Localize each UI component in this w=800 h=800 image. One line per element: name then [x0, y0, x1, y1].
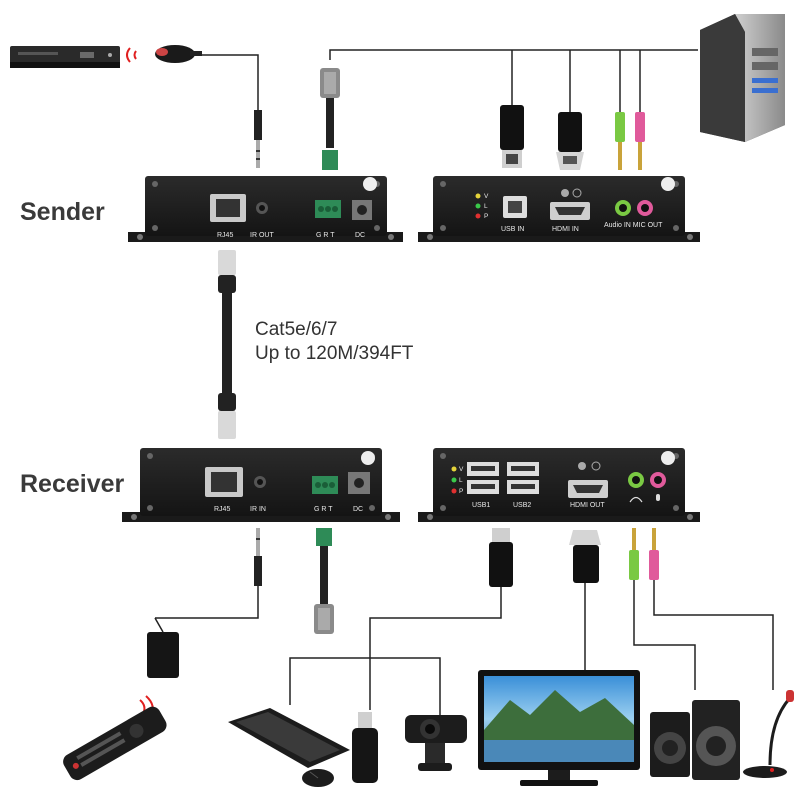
microphone-icon — [743, 690, 794, 778]
terminal-block-port — [315, 200, 341, 218]
audio-plug-green-bottom — [629, 528, 639, 580]
receiver-front-unit: RJ45 IR IN G R T DC — [122, 448, 400, 522]
audio-plug-pink-bottom — [649, 528, 659, 580]
cable-note: Cat5e/6/7 Up to 120M/394FT — [255, 318, 413, 366]
dc-label: DC — [353, 506, 363, 513]
led-p-label: P — [459, 488, 463, 495]
ir-out-label: IR OUT — [250, 232, 274, 239]
grt-label: G R T — [316, 232, 335, 239]
usb2-label: USB2 — [513, 502, 531, 509]
led-l-label: L — [484, 203, 488, 210]
headphone-icon — [629, 496, 643, 503]
usb1-port — [467, 462, 499, 494]
usb-drive-icon — [352, 712, 378, 783]
top-wiring — [200, 49, 698, 112]
microphone-small-icon — [656, 494, 660, 501]
sender-front-unit: RJ45 IR OUT G R T DC — [128, 176, 403, 242]
ir-jack-plug-bottom — [254, 528, 262, 586]
rj45-label: RJ45 — [217, 232, 233, 239]
dc-port — [348, 472, 370, 494]
rj45-port — [210, 194, 246, 222]
monitor-icon — [478, 670, 640, 786]
hdmi-in-label: HDMI IN — [552, 226, 579, 233]
terminal-block-port — [312, 476, 338, 494]
led-v-label: V — [459, 466, 464, 473]
remote-control-icon — [63, 695, 167, 781]
led-l-label: L — [459, 477, 463, 484]
bottom-wiring — [155, 580, 774, 715]
dc-label: DC — [355, 232, 365, 239]
rj45-port — [205, 467, 243, 497]
receiver-back-unit: V L P USB1 USB2 HDMI OUT — [418, 448, 700, 522]
hdmi-in-port — [550, 188, 590, 220]
rj45-label: RJ45 — [214, 506, 230, 513]
led-p-label: P — [484, 213, 488, 220]
speakers-icon — [650, 700, 740, 780]
usb-b-plug-icon — [500, 105, 524, 168]
hdmi-out-port — [568, 461, 608, 498]
audio-in-mic-out-label: Audio IN MIC OUT — [604, 222, 663, 229]
audio-in-port — [615, 200, 631, 216]
hdmi-out-label: HDMI OUT — [570, 502, 605, 509]
cat-cable — [218, 250, 236, 439]
usb-b-port — [503, 196, 527, 218]
keyboard-icon — [228, 708, 350, 768]
ir-jack-plug-top — [254, 110, 262, 168]
hdmi-plug-icon — [556, 112, 584, 170]
sender-label: Sender — [20, 198, 105, 226]
mic-port — [650, 472, 666, 501]
dvd-player-icon — [10, 46, 120, 68]
pc-tower-icon — [700, 14, 785, 142]
dc-port — [352, 200, 372, 220]
receiver-label: Receiver — [20, 470, 125, 498]
usb1-label: USB1 — [472, 502, 490, 509]
cable-distance-label: Up to 120M/394FT — [255, 343, 414, 364]
webcam-icon — [405, 715, 467, 771]
usb-a-plug-icon — [489, 528, 513, 587]
audio-plug-green-icon — [615, 112, 625, 170]
led-v-label: V — [484, 193, 489, 200]
ir-receiver-icon — [147, 617, 179, 678]
audio-plug-pink-icon — [635, 112, 645, 170]
ir-emitter-icon — [126, 45, 202, 63]
cable-type-label: Cat5e/6/7 — [255, 319, 338, 340]
ir-in-port — [254, 476, 266, 488]
headphone-port — [628, 472, 644, 503]
hdmi-plug-bottom — [569, 530, 601, 583]
ir-out-port — [256, 202, 268, 214]
rs232-plug-icon — [320, 68, 340, 170]
rs232-plug-bottom — [314, 528, 334, 634]
grt-label: G R T — [314, 506, 333, 513]
usb-in-label: USB IN — [501, 226, 524, 233]
usb2-port — [507, 462, 539, 494]
mouse-icon — [302, 769, 334, 787]
ir-in-label: IR IN — [250, 506, 266, 513]
sender-back-unit: V L P USB IN HDMI IN Audio IN MIC OUT — [418, 176, 700, 242]
mic-out-port — [637, 200, 653, 216]
